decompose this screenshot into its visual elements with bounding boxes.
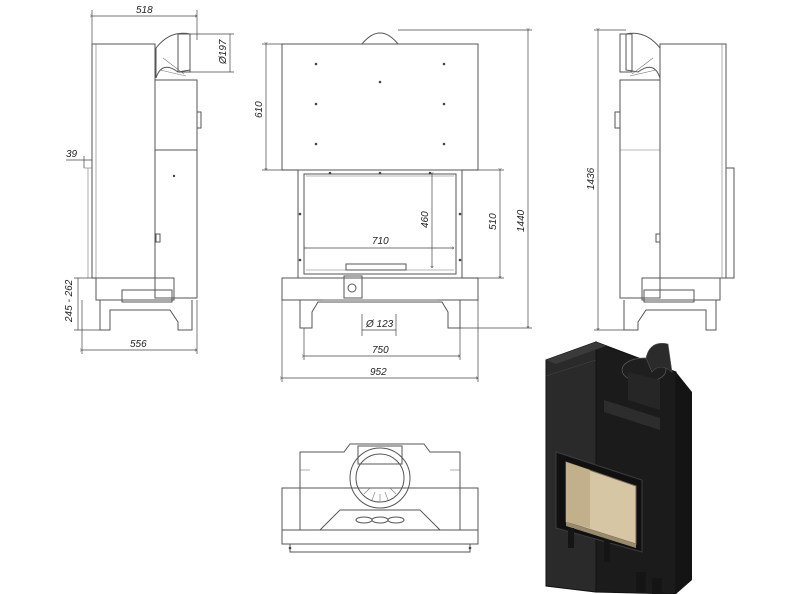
dim-710: 710 <box>372 236 389 247</box>
dim-750: 750 <box>372 345 389 356</box>
left-side-view <box>84 32 202 331</box>
dim-flue-197: Ø197 <box>218 39 229 65</box>
top-view <box>281 443 479 553</box>
front-view <box>281 32 479 329</box>
dim-518: 518 <box>136 5 153 16</box>
left-side-dimensions: 518 Ø197 39 245 - 262 556 <box>64 5 234 354</box>
dim-inlet-123: Ø 123 <box>365 319 394 330</box>
dim-460: 460 <box>420 211 431 228</box>
dim-952: 952 <box>370 367 387 378</box>
right-side-view <box>614 32 735 331</box>
dim-1436: 1436 <box>586 167 597 190</box>
right-side-dimensions: 1436 <box>586 30 626 330</box>
front-view-dimensions: 610 1440 460 510 710 Ø 123 750 952 <box>254 30 532 382</box>
dim-510: 510 <box>488 213 499 230</box>
dim-556: 556 <box>130 339 147 350</box>
dim-39: 39 <box>66 149 78 160</box>
dim-1440: 1440 <box>516 209 527 232</box>
fireplace-3d-render <box>545 341 692 594</box>
dim-610: 610 <box>254 101 265 118</box>
dim-245-262: 245 - 262 <box>64 279 75 323</box>
